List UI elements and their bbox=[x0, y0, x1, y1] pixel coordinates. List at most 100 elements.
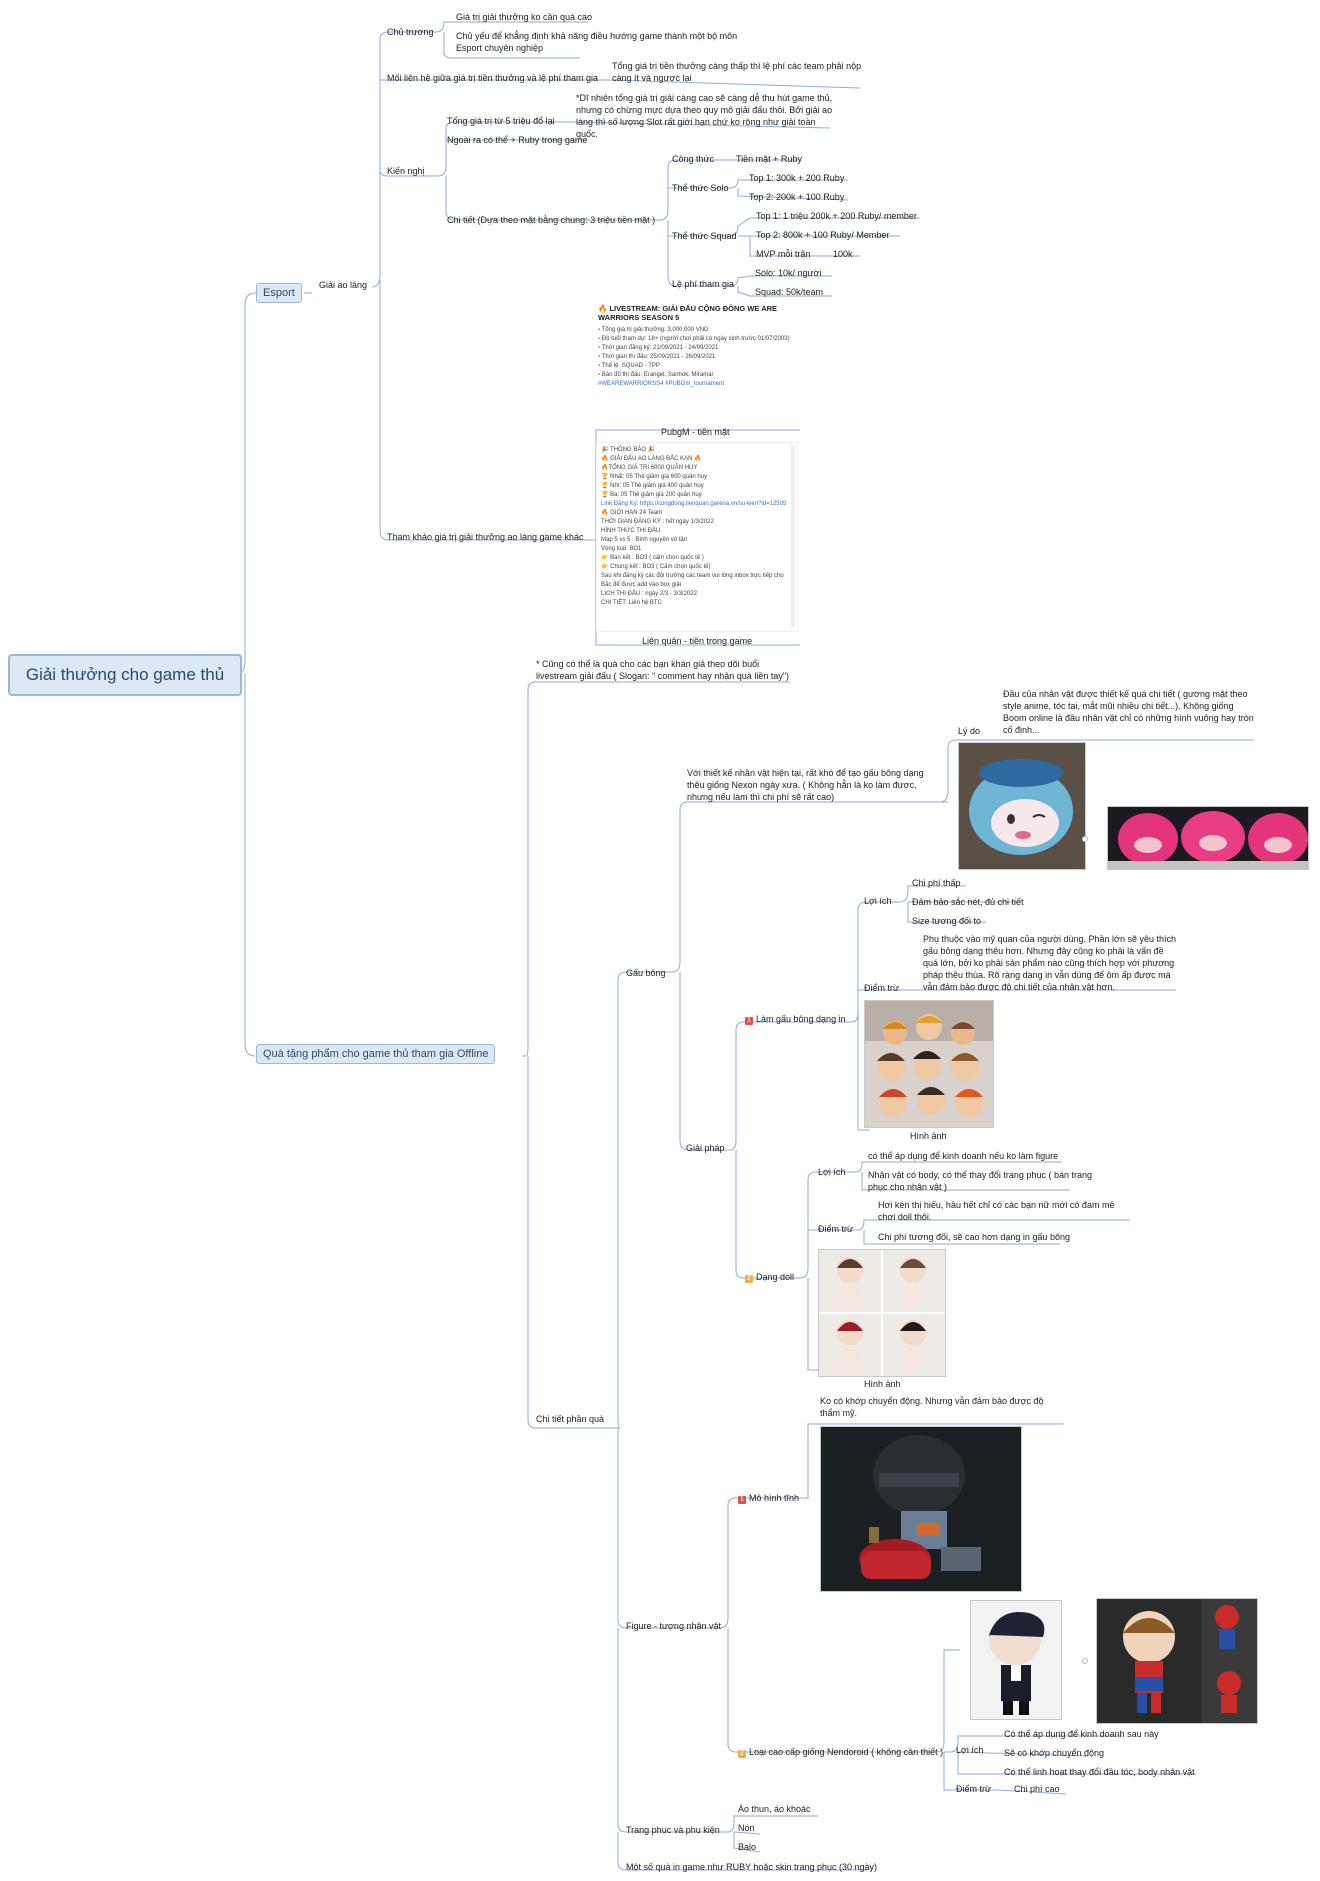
node-giai-phap[interactable]: Giải pháp bbox=[686, 1143, 725, 1153]
hinh-anh-doll-caption[interactable]: Hình ảnh bbox=[864, 1379, 901, 1389]
node-ingame-gifts[interactable]: Một số quà in game như RUBY hoặc skin tr… bbox=[626, 1862, 877, 1872]
node-the-thuc-solo[interactable]: Thể thức Solo bbox=[672, 183, 729, 193]
loi-ich-nendoroid-item-2[interactable]: Sẽ có khớp chuyển động bbox=[1004, 1748, 1104, 1758]
collapse-toggle[interactable] bbox=[1082, 1658, 1088, 1664]
node-loi-ich-in[interactable]: Lợi ích bbox=[864, 896, 892, 906]
topic-offline-gifts[interactable]: Quà tặng phẩm cho game thủ tham gia Offl… bbox=[256, 1044, 496, 1064]
pubg-cash-title[interactable]: PubgM - tiền mặt bbox=[661, 427, 730, 437]
node-cong-thuc[interactable]: Công thức bbox=[672, 154, 715, 164]
node-ngoai-ra-ruby[interactable]: Ngoài ra có thể + Ruby trong game bbox=[447, 135, 588, 145]
collapse-toggle[interactable] bbox=[1082, 836, 1088, 842]
ly-do-text[interactable]: Đầu của nhân vật được thiết kế quá chi t… bbox=[1003, 689, 1254, 735]
node-figure[interactable]: Figure - tượng nhân vật bbox=[626, 1621, 721, 1631]
nendoroid-suit-photo bbox=[970, 1600, 1062, 1720]
node-kien-nghi[interactable]: Kiến nghị bbox=[387, 166, 425, 176]
lq-row: 👉 Bán kết : BO3 ( cấm chọn quốc tế ) bbox=[601, 555, 704, 561]
mvp-value[interactable]: 100k bbox=[833, 249, 853, 259]
diem-tru-in-text[interactable]: Phụ thuộc vào mỹ quan của người dùng. Ph… bbox=[923, 934, 1176, 992]
loi-ich-nendoroid-item-3[interactable]: Có thể linh hoạt thay đổi đầu tóc, body … bbox=[1004, 1767, 1195, 1777]
node-loi-ich-doll[interactable]: Lợi ích bbox=[818, 1167, 846, 1177]
node-diem-tru-doll[interactable]: Điểm trừ bbox=[818, 1224, 854, 1234]
node-gau-bong[interactable]: Gấu bông bbox=[626, 968, 666, 978]
printed-plush-image bbox=[865, 1001, 993, 1127]
node-chi-tiet-phan-qua[interactable]: Chi tiết phần quà bbox=[536, 1414, 605, 1424]
warriors-row: ▪ Thời gian thi đấu: 25/09/2021 - 26/09/… bbox=[598, 354, 716, 360]
lq-row: 🏆 Nhất: 05 Thẻ giảm giá 600 quân huy bbox=[601, 474, 708, 480]
node-loi-ich-nendoroid[interactable]: Lợi ích bbox=[956, 1745, 984, 1755]
plush-pink-image bbox=[1108, 807, 1308, 869]
diem-tru-doll-item-2[interactable]: Chi phí tương đối, sẽ cao hơn dạng in gấ… bbox=[878, 1232, 1070, 1242]
node-tong-gia-tri[interactable]: Tổng giá trị từ 5 triệu đổ lại bbox=[447, 116, 555, 126]
node-the-thuc-squad[interactable]: Thể thức Squad bbox=[672, 231, 737, 241]
lq-row: 🎉 THÔNG BÁO 🎉 bbox=[601, 447, 656, 453]
lq-row: 🔥 GIỚI HẠN 24 Team bbox=[601, 510, 663, 516]
doll-photo bbox=[818, 1249, 946, 1377]
node-diem-tru-in[interactable]: Điểm trừ bbox=[864, 983, 900, 993]
priority-2-badge: 2 bbox=[738, 1750, 746, 1758]
trang-phuc-item-1[interactable]: Áo thun, áo khoác bbox=[738, 1804, 811, 1814]
node-ly-do[interactable]: Lý do bbox=[958, 726, 981, 736]
solo-item-2[interactable]: Top 2: 200k + 100 Ruby bbox=[749, 192, 845, 202]
loi-ich-in-item-3[interactable]: Size tương đối to bbox=[912, 916, 981, 926]
offline-note[interactable]: * Cũng có thể là quà cho các bạn khán gi… bbox=[536, 659, 790, 681]
plush-pink-photo bbox=[1107, 806, 1309, 870]
hinh-anh-in-caption[interactable]: Hình ảnh bbox=[910, 1131, 947, 1141]
warriors-row: ▪ Thể lệ: SQUAD - TPP bbox=[598, 363, 660, 369]
loi-ich-in-item-2[interactable]: Đảm bảo sắc nét, đủ chi tiết bbox=[912, 897, 1024, 907]
node-giai-ao-lang[interactable]: Giải ao làng bbox=[319, 280, 368, 290]
node-chu-truong[interactable]: Chủ trương bbox=[387, 27, 434, 37]
node-mvp[interactable]: MVP mỗi trận bbox=[756, 249, 811, 259]
tong-gia-tri-note[interactable]: *Dĩ nhiên tổng giá trị giải càng cao sẽ … bbox=[576, 93, 833, 139]
warriors-card-title: 🔥 LIVESTREAM: GIẢI ĐẤU CỘNG ĐỒNG WE ARE … bbox=[598, 304, 778, 322]
root-topic[interactable]: Giải thưởng cho game thủ bbox=[8, 654, 242, 696]
chu-truong-item-2[interactable]: Chủ yếu để khẳng định khả năng điều hướn… bbox=[456, 31, 738, 53]
lq-row: LỊCH THI ĐẤU : ngày 2/3 - 3/3/2022 bbox=[601, 591, 697, 597]
lq-row: Map 5 vs 5 : Bình nguyên vô tận bbox=[601, 537, 688, 543]
loi-ich-doll-item-2[interactable]: Nhân vật có body, có thể thay đổi trang … bbox=[868, 1170, 1092, 1192]
plush-blue-photo bbox=[958, 742, 1086, 870]
topic-esport[interactable]: Esport bbox=[256, 283, 302, 303]
node-trang-phuc[interactable]: Trang phục và phụ kiện bbox=[626, 1825, 720, 1835]
warriors-row: ▪ Thời gian đăng ký: 21/09/2021 - 24/09/… bbox=[598, 345, 719, 351]
le-phi-item-2[interactable]: Squad: 50k/team bbox=[755, 287, 824, 297]
solo-item-1[interactable]: Top 1: 300k + 200 Ruby bbox=[749, 173, 845, 183]
nendoroid-suit-image bbox=[971, 1601, 1061, 1719]
chu-truong-item-1[interactable]: Giá trị giải thưởng ko cần quá cao bbox=[456, 12, 593, 22]
warriors-row: ▪ Bản đồ thi đấu: Erangel, Sanhok, Miram… bbox=[598, 372, 714, 378]
loi-ich-nendoroid-item-1[interactable]: Có thể áp dụng để kinh doanh sau này bbox=[1004, 1729, 1159, 1739]
plush-blue-image bbox=[959, 743, 1085, 869]
moi-lien-he-note[interactable]: Tổng giá trị tiền thưởng càng thấp thì l… bbox=[612, 61, 862, 83]
node-le-phi[interactable]: Lệ phí tham gia bbox=[672, 279, 735, 289]
diem-tru-nendoroid-value[interactable]: Chi phí cao bbox=[1014, 1784, 1060, 1794]
le-phi-item-1[interactable]: Solo: 10k/ người bbox=[755, 268, 822, 278]
trang-phuc-item-2[interactable]: Nón bbox=[738, 1823, 755, 1833]
loi-ich-doll-item-1[interactable]: có thể áp dụng để kinh doanh nếu ko làm … bbox=[868, 1151, 1059, 1161]
node-moi-lien-he[interactable]: Mối liên hệ giữa giá trị tiền thưởng và … bbox=[387, 73, 599, 83]
squad-item-1[interactable]: Top 1: 1 triệu 200k + 200 Ruby/ member bbox=[756, 211, 917, 221]
diem-tru-doll-item-1[interactable]: Hơi kén thị hiếu, hầu hết chỉ có các bạn… bbox=[878, 1200, 1115, 1222]
lq-row: Vòng loại: BO1 bbox=[601, 546, 642, 552]
warriors-row: ▪ Tổng giá trị giải thưởng: 3,000,000 VN… bbox=[598, 327, 709, 333]
lien-quan-title[interactable]: Liên quân - tiền trong game bbox=[642, 636, 753, 646]
mo-hinh-tinh-note[interactable]: Ko có khớp chuyển động. Nhưng vẫn đảm bả… bbox=[820, 1396, 1044, 1418]
node-diem-tru-nendoroid[interactable]: Điểm trừ bbox=[956, 1784, 992, 1794]
trang-phuc-item-3[interactable]: Balo bbox=[738, 1842, 757, 1852]
loi-ich-in-item-1[interactable]: Chi phí thấp bbox=[912, 878, 961, 888]
lq-register-link[interactable]: Link Đăng Ký: https://congdong.lienquan.… bbox=[601, 501, 787, 507]
node-tham-khao[interactable]: Tham khảo giá trị giải thưởng ao làng ga… bbox=[387, 532, 584, 542]
static-figure-photo bbox=[820, 1426, 1022, 1592]
doll-image bbox=[819, 1250, 945, 1376]
priority-1-badge: 1 bbox=[738, 1496, 746, 1504]
lq-row: 🔥TỔNG GIÁ TRỊ 6000 QUÂN HUY bbox=[601, 465, 698, 471]
lq-row: Sau khi đăng ký các đội trưởng các team … bbox=[601, 573, 784, 588]
squad-item-2[interactable]: Top 2: 800k + 100 Ruby/ Member bbox=[756, 230, 890, 240]
node-chi-tiet-esport[interactable]: Chi tiết (Dựa theo mặt bằng chung: 3 tri… bbox=[447, 215, 656, 225]
cong-thuc-value[interactable]: Tiền mặt + Ruby bbox=[736, 154, 802, 164]
warriors-hashtags[interactable]: #WEAREWARRIORSS4 #PUBGm_tournament bbox=[598, 381, 725, 387]
gau-bong-intro[interactable]: Với thiết kế nhân vật hiện tại, rất khó … bbox=[687, 768, 924, 802]
